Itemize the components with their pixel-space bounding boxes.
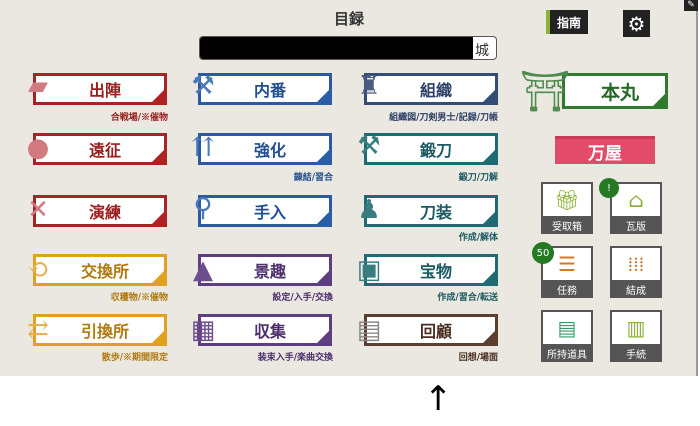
checklist-icon: ☰ [558,252,576,276]
menu-tantou[interactable]: 鍛刀 [364,133,498,165]
menu-kyouka[interactable]: 強化 [198,133,332,165]
document-icon: ▥ [626,316,646,340]
banners-icon: ⁞⁞⁞ [627,251,645,276]
pouch-icon: ● [26,133,50,163]
arrows-up-icon: ⇈ [192,133,214,163]
cycle-icon: ⟲ [27,255,49,285]
menu-enren[interactable]: 演練 [33,195,167,227]
castle-name-bar: 城 [199,36,497,60]
menu-koukanjo[interactable]: 交換所 [33,254,167,286]
flag-icon: ▰ [28,71,48,101]
soldier-icon: ♟ [357,195,381,225]
sub-tantou: 鍛刀/刀解 [458,173,498,183]
sub-hikikaejo: 散歩/※期間限定 [101,353,168,363]
landscape-icon: ▲ [193,255,213,285]
sub-tousou: 作成/解体 [458,233,498,243]
hoe-icon: ⚒ [191,71,215,101]
swap-icon: ⇄ [27,315,49,345]
hammer-icon: ⚒ [357,131,381,161]
grid-icon: ▦ [190,315,216,345]
crossed-swords-icon: ✕ [27,195,49,225]
menu-hikikaejo[interactable]: 引換所 [33,314,167,346]
sub-soshiki: 組織図/刀剣男士/記録/刀帳 [389,113,498,123]
gear-icon[interactable]: ⚙ [623,10,650,37]
sub-houmotsu: 作成/習合/転送 [437,293,498,303]
film-icon: ▤ [356,315,382,345]
pencil-icon[interactable]: ✎ [684,0,698,11]
page-title: 目録 [333,10,364,28]
tile-items[interactable]: ▤ 所持道具 [541,310,593,362]
game-screen: 目録 城 指南 ⚙ ✎ 出陣 ▰ 合戦場/※催物 遠征 ● 演練 ✕ 交換所 ⟲… [0,0,698,376]
missions-badge: 50 [532,242,554,264]
menu-houmotsu[interactable]: 宝物 [364,254,498,286]
tile-news[interactable]: ⌂ 瓦版 [610,182,662,234]
brush-icon: ⚲ [193,193,213,223]
honmaru-button[interactable]: 本丸 [562,73,668,109]
menu-naiban[interactable]: 内番 [198,73,332,105]
tile-inbox[interactable]: 🎁︎ 受取箱 [541,182,593,234]
cabinet-icon: ▤ [557,316,577,340]
menu-shuushuu[interactable]: 収集 [198,314,332,346]
sub-shuushuu: 装束入手/楽曲交換 [257,353,333,363]
org-chart-icon: ♜ [357,71,381,101]
house-icon: ⌂ [628,188,644,212]
menu-tousou[interactable]: 刀装 [364,195,498,227]
annotation-arrow-icon: ↑ [424,379,453,419]
redacted-name [200,37,473,59]
tile-formation[interactable]: ⁞⁞⁞ 結成 [610,246,662,298]
menu-keishu[interactable]: 景趣 [198,254,332,286]
sub-koukanjo: 収穫物/※催物 [110,293,168,303]
yorozuya-button[interactable]: 万屋 [555,136,655,164]
castle-suffix: 城 [475,43,489,59]
sub-kaiko: 回想/場面 [458,353,498,363]
sub-kyouka: 錬結/習合 [293,173,333,183]
castle-icon: ⛩ [519,68,571,115]
menu-teire[interactable]: 手入 [198,195,332,227]
menu-soshiki[interactable]: 組織 [364,73,498,105]
giftbox-icon: ▣ [356,255,382,285]
gift-icon: 🎁︎ [554,188,580,212]
sub-keishu: 設定/入手/交換 [272,293,333,303]
tile-procedures[interactable]: ▥ 手続 [610,310,662,362]
guide-button[interactable]: 指南 [546,10,588,34]
menu-shutsujin[interactable]: 出陣 [33,73,167,105]
news-badge: ! [599,178,619,198]
menu-kaiko[interactable]: 回顧 [364,314,498,346]
sub-shutsujin: 合戦場/※催物 [110,113,168,123]
menu-ensei[interactable]: 遠征 [33,133,167,165]
